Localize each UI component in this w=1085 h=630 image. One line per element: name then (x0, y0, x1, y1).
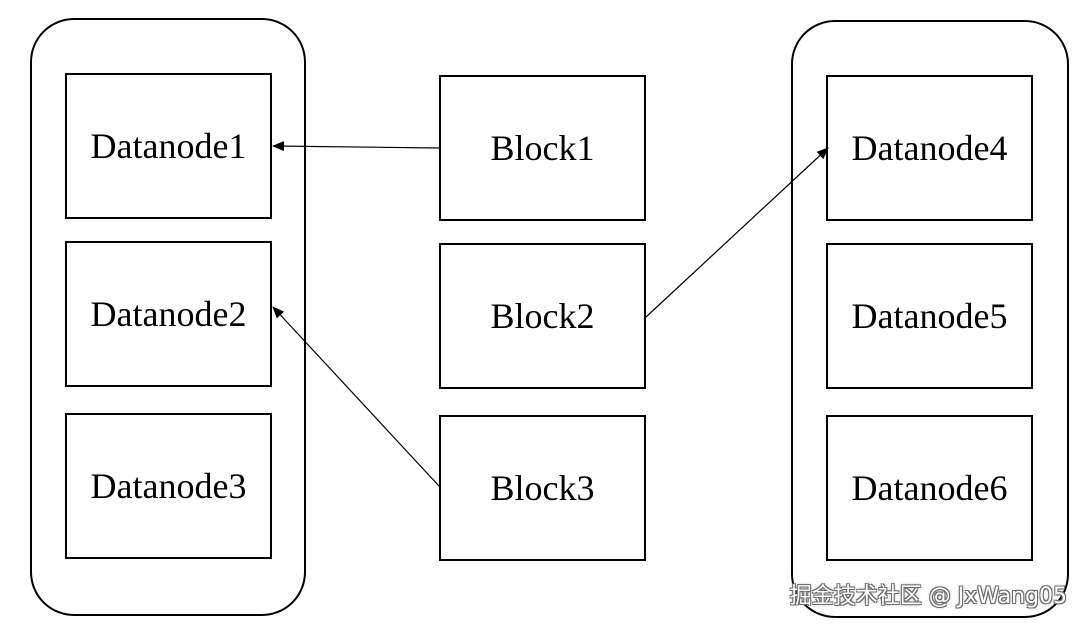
block-1-box: Block1 (439, 75, 646, 221)
datanode-3-label: Datanode3 (90, 466, 247, 506)
datanode-1-box: Datanode1 (65, 73, 272, 219)
datanode-1-label: Datanode1 (90, 126, 247, 166)
datanode-4-box: Datanode4 (826, 75, 1033, 221)
block-1-label: Block1 (490, 128, 595, 168)
block-3-label: Block3 (490, 468, 595, 508)
datanode-3-box: Datanode3 (65, 413, 272, 559)
datanode-5-box: Datanode5 (826, 243, 1033, 389)
block-3-box: Block3 (439, 415, 646, 561)
datanode-5-label: Datanode5 (851, 296, 1008, 336)
datanode-2-box: Datanode2 (65, 241, 272, 387)
datanode-4-label: Datanode4 (851, 128, 1008, 168)
block-2-label: Block2 (490, 296, 595, 336)
block-2-box: Block2 (439, 243, 646, 389)
watermark-text: 掘金技术社区 @ JxWang05 (789, 584, 1067, 609)
datanode-6-box: Datanode6 (826, 415, 1033, 561)
datanode-6-label: Datanode6 (851, 468, 1008, 508)
datanode-2-label: Datanode2 (90, 294, 247, 334)
